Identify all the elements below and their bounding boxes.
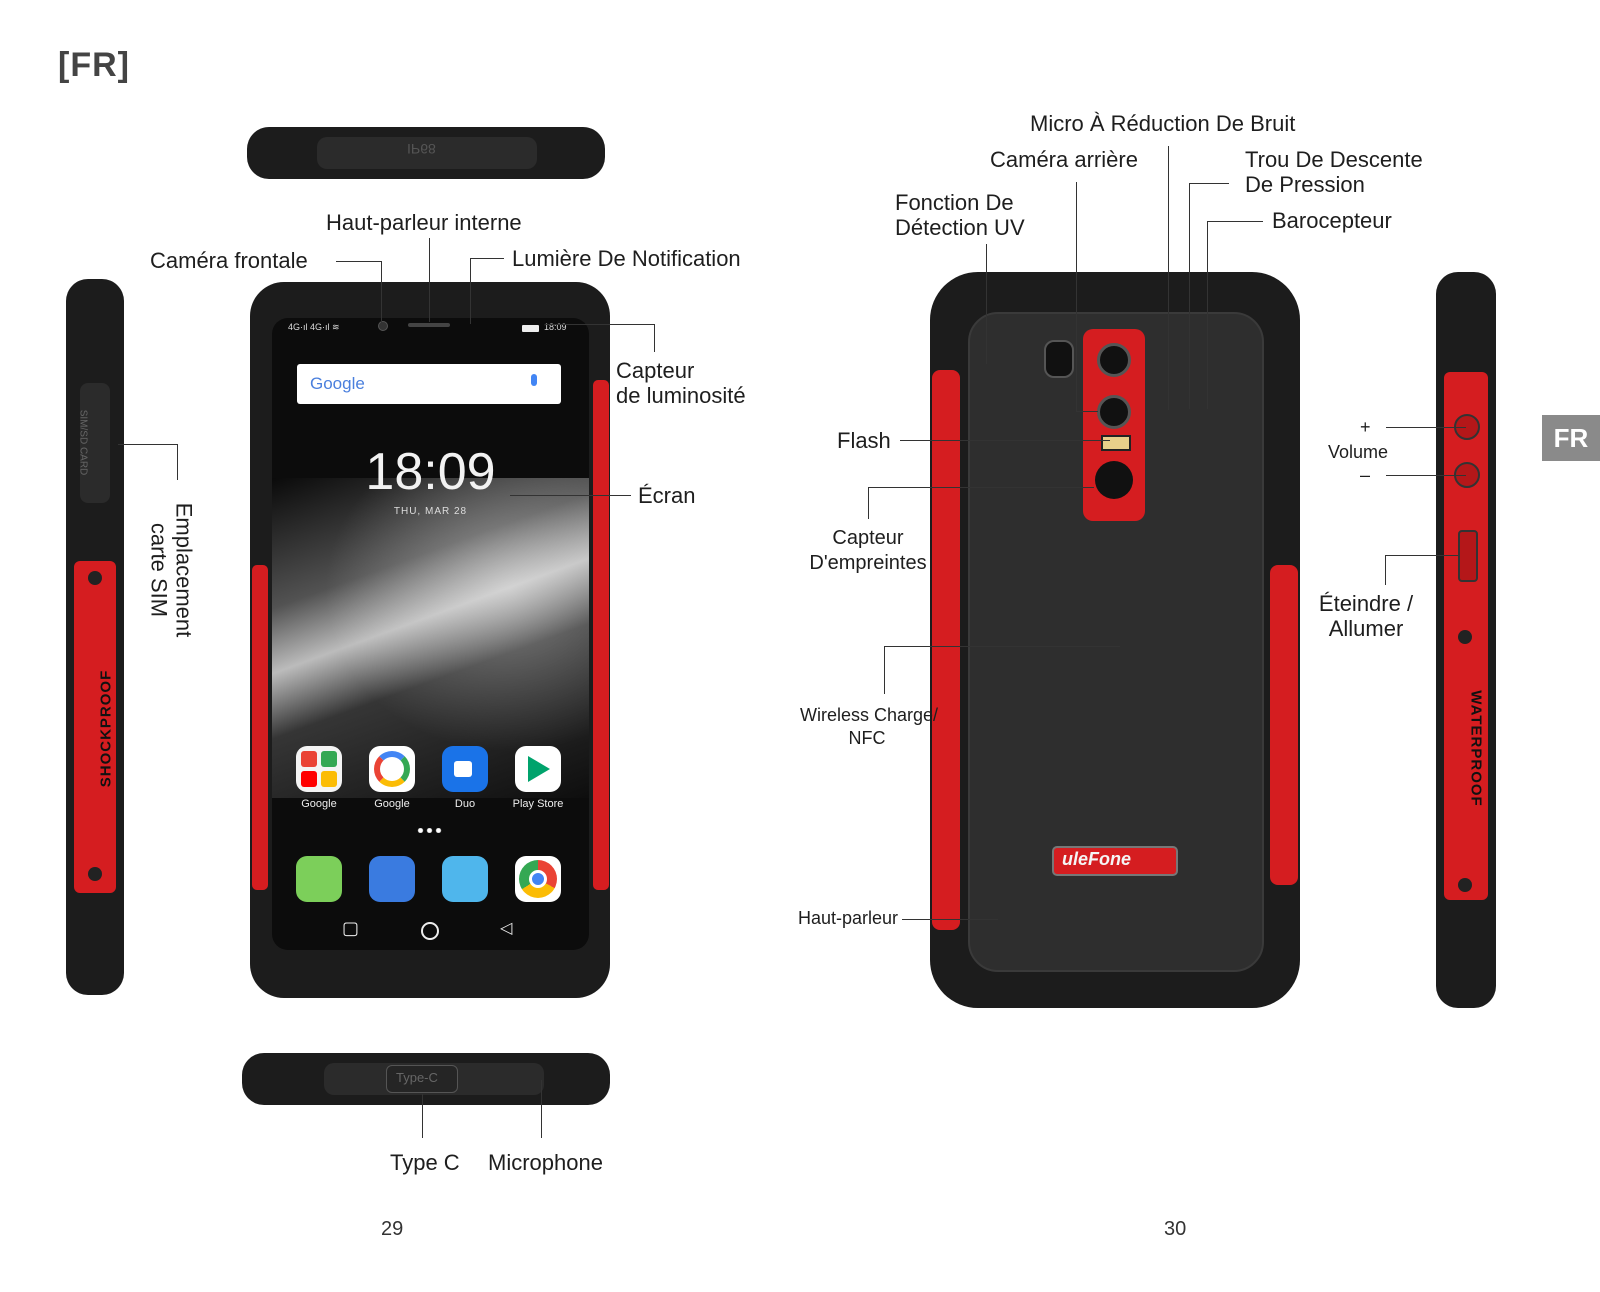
screw-icon	[1458, 630, 1472, 644]
flash-icon	[1101, 435, 1131, 451]
label-wireless: Wireless Charge/ NFC	[800, 705, 939, 748]
label-speaker: Haut-parleur	[798, 908, 899, 928]
page-number-right: 30	[1164, 1218, 1187, 1240]
type-c-port	[386, 1065, 458, 1093]
label-pressure-hole: Trou De Descente De Pression	[1245, 147, 1423, 197]
label-screen: Écran	[638, 483, 696, 508]
play-store-icon[interactable]	[515, 746, 561, 792]
label-microphone: Microphone	[488, 1150, 603, 1175]
language-heading: [FR]	[58, 46, 130, 84]
back-right-bumper	[1270, 565, 1298, 885]
phone-right-side	[1436, 272, 1496, 1008]
label-uv: Fonction De Détection UV	[895, 190, 1025, 240]
phone-bottom-edge: Type-C	[242, 1053, 610, 1105]
label-power: Éteindre / Allumer	[1318, 591, 1414, 641]
label-fingerprint: Capteur D'empreintes	[809, 527, 927, 574]
camera-module	[1083, 329, 1145, 521]
earpiece-grill	[408, 323, 450, 327]
sim-print: SIM/SD CARD	[77, 409, 89, 476]
label-sim-slot: Emplacement carte SIM	[146, 502, 197, 638]
ip68-print: IP68	[407, 141, 436, 157]
phone-top-edge: IP68	[247, 127, 605, 179]
app-label: Google	[301, 798, 337, 810]
status-time: 18:09	[544, 322, 567, 332]
page-indicator	[416, 828, 442, 833]
status-icons: 4G·ıl 4G·ıl ≋	[288, 322, 340, 332]
clock: 18:09	[365, 443, 496, 501]
google-folder-icon[interactable]	[296, 746, 342, 792]
contacts-icon[interactable]	[369, 856, 415, 902]
home-button[interactable]	[421, 922, 439, 940]
power-button[interactable]	[1458, 530, 1478, 582]
waterproof-print: WATERPROOF	[1467, 690, 1485, 807]
date: THU, MAR 28	[393, 506, 468, 517]
back-left-bumper	[932, 370, 960, 930]
mic-icon[interactable]	[531, 374, 537, 386]
search-bar[interactable]: Google	[297, 364, 561, 404]
screw-icon	[88, 867, 102, 881]
label-flash: Flash	[837, 428, 891, 453]
fingerprint-sensor-icon	[1095, 461, 1133, 499]
front-right-bumper	[593, 380, 609, 890]
battery-icon	[522, 325, 539, 332]
label-vol-plus: +	[1360, 417, 1371, 437]
phone-left-side: SIM/SD CARD	[66, 279, 124, 995]
phone-icon[interactable]	[296, 856, 342, 902]
label-barometer: Barocepteur	[1272, 208, 1392, 233]
label-earpiece: Haut-parleur interne	[326, 210, 522, 235]
language-tab[interactable]: FR	[1542, 415, 1600, 461]
front-left-bumper	[252, 565, 268, 890]
recents-button[interactable]: ▢	[342, 918, 360, 938]
google-logo: Google	[310, 374, 365, 393]
rear-camera-lens-icon	[1097, 343, 1131, 377]
side-red-panel	[74, 561, 116, 893]
app-label: Duo	[454, 798, 476, 810]
side-red-panel	[1444, 372, 1488, 900]
label-noise-mic: Micro À Réduction De Bruit	[1030, 111, 1296, 136]
google-app-icon[interactable]	[369, 746, 415, 792]
page-number-left: 29	[381, 1218, 404, 1240]
screw-icon	[88, 571, 102, 585]
shockproof-print: SHOCKPROOF	[97, 669, 115, 788]
label-vol-minus: –	[1360, 465, 1371, 485]
chrome-icon[interactable]	[515, 856, 561, 902]
car-wallpaper	[272, 478, 589, 798]
volume-down-button[interactable]	[1454, 462, 1480, 488]
label-front-camera: Caméra frontale	[150, 248, 308, 273]
front-camera-icon	[378, 321, 388, 331]
screen[interactable]: 4G·ıl 4G·ıl ≋ 18:09 Google 18:09 THU, MA…	[272, 318, 589, 950]
label-notification-light: Lumière De Notification	[512, 246, 741, 271]
label-rear-camera: Caméra arrière	[990, 147, 1138, 172]
uv-sensor-icon	[1044, 340, 1074, 378]
ulefone-logo: uleFone	[1052, 846, 1178, 876]
rear-camera-lens-icon	[1097, 395, 1131, 429]
label-volume: Volume	[1328, 442, 1389, 462]
label-light-sensor: Capteur de luminosité	[616, 358, 746, 408]
logo-text: uleFone	[1062, 849, 1132, 869]
back-button[interactable]: ◁	[500, 920, 513, 937]
messages-icon[interactable]	[442, 856, 488, 902]
label-type-c: Type C	[390, 1150, 460, 1175]
app-label: Google	[374, 798, 410, 810]
app-label: Play Store	[512, 798, 564, 810]
type-c-print: Type-C	[396, 1070, 438, 1085]
duo-icon[interactable]	[442, 746, 488, 792]
screw-icon	[1458, 878, 1472, 892]
